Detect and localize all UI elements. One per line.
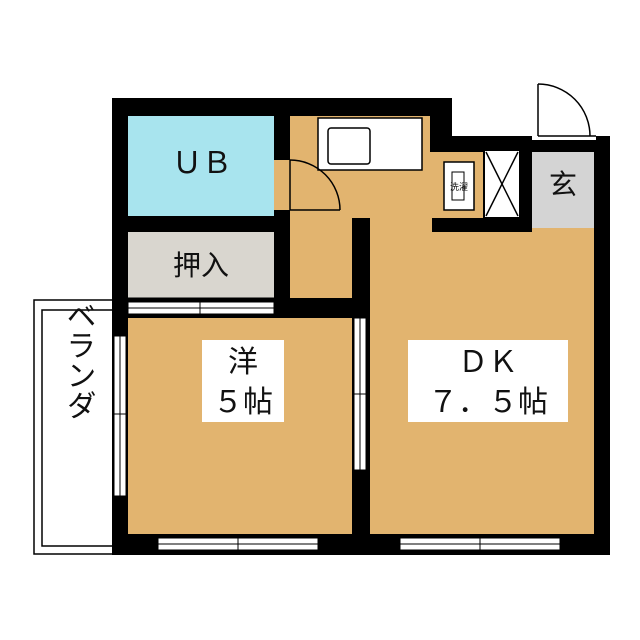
veranda-window — [113, 335, 127, 497]
hall-floor — [290, 218, 352, 298]
western-label-line2: ５帖 — [213, 385, 273, 420]
dk-label-box — [408, 340, 568, 422]
bathroom-door — [274, 159, 341, 211]
washing-machine-area — [443, 161, 475, 211]
ub-label-box — [164, 138, 240, 184]
genkan-room — [532, 152, 594, 228]
shoe-storage — [483, 149, 521, 219]
oshiire-label: 押入 — [173, 249, 229, 282]
western-label-line1: 洋 — [228, 345, 258, 380]
western-label-box — [202, 340, 284, 422]
genkan-label: 玄 — [549, 168, 577, 201]
veranda — [33, 299, 123, 555]
dk-label-line1: ＤＫ — [458, 345, 518, 380]
ub-label: ＵＢ — [172, 146, 232, 181]
oshiire-sliding-door — [127, 301, 275, 315]
sentaku-label: 洗濯 — [450, 181, 468, 193]
veranda-label: ベランダ — [61, 300, 96, 420]
oshiire-room — [128, 232, 274, 298]
kitchen-sink — [317, 117, 423, 171]
dk-sliding-door — [353, 317, 367, 471]
western-bottom-window — [157, 537, 319, 551]
dk-label-line2: ７．５帖 — [428, 385, 548, 420]
dk-bottom-window — [399, 537, 561, 551]
entrance-door — [532, 83, 596, 140]
